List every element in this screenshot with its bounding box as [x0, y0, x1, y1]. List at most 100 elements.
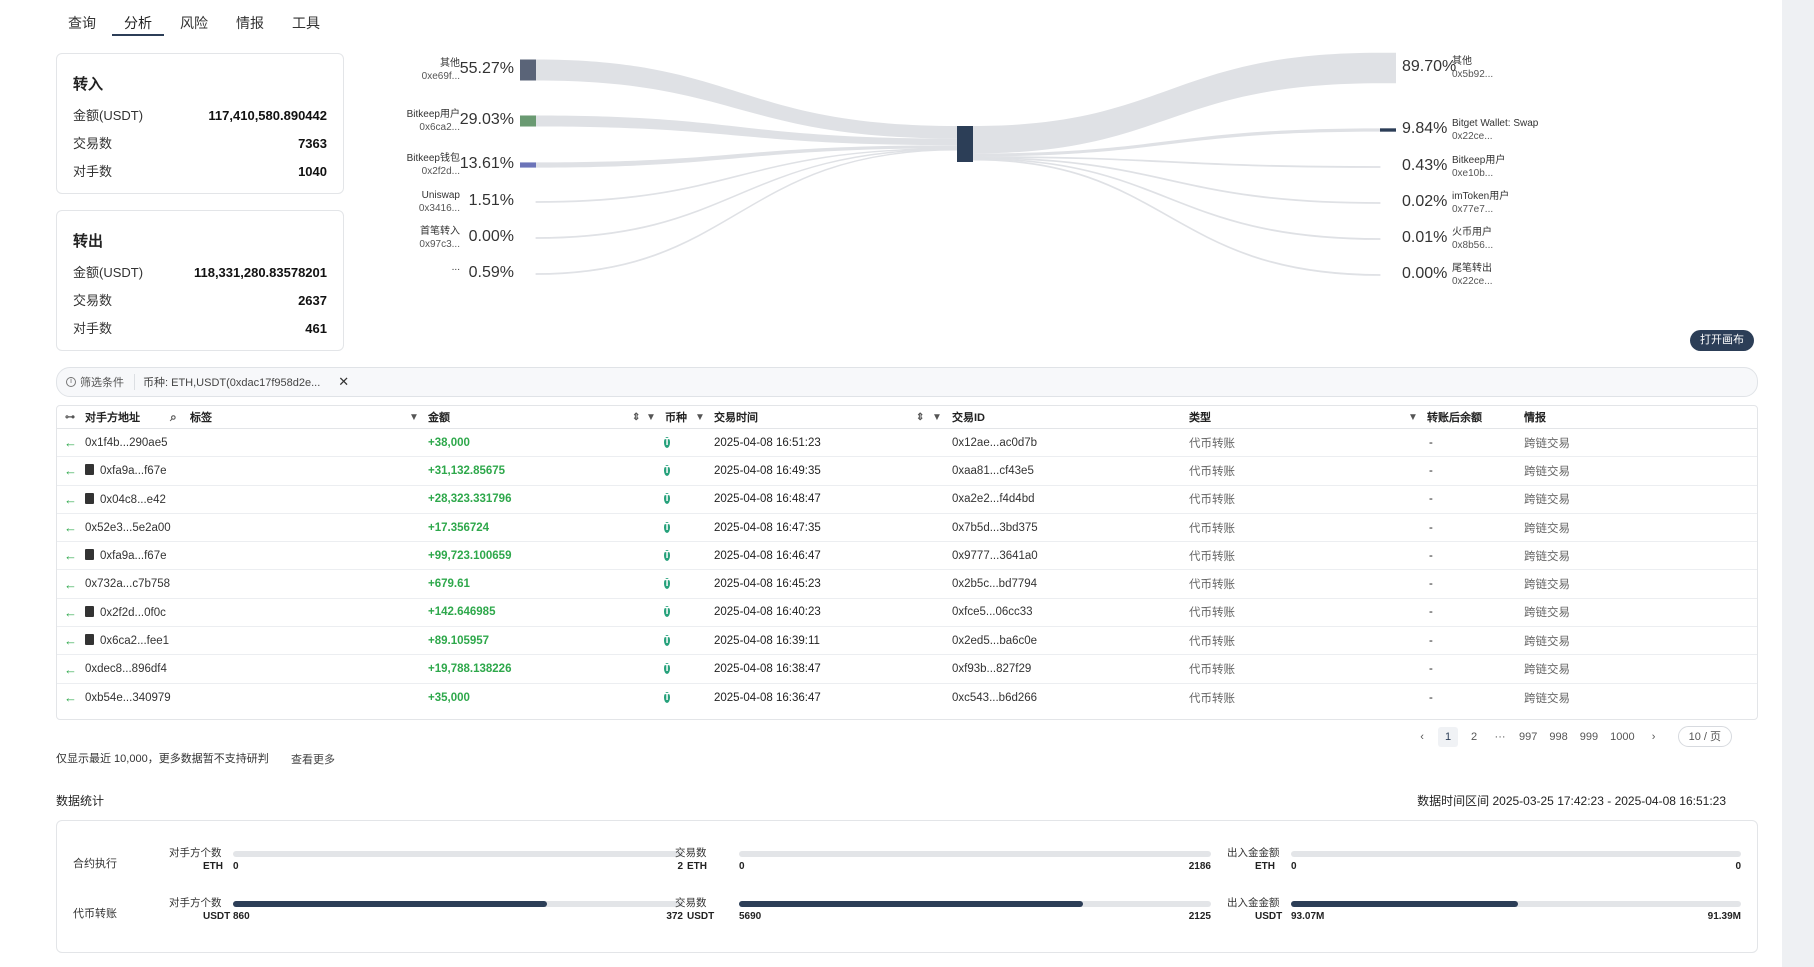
tab-analysis[interactable]: 分析 [112, 0, 164, 36]
sankey-link-in [536, 145, 957, 168]
tx-time: 2025-04-08 16:36:47 [714, 691, 821, 704]
page-ellipsis[interactable]: ··· [1494, 730, 1506, 743]
contract-icon [85, 492, 94, 504]
filter-icon[interactable]: ▼ [695, 411, 705, 423]
view-more-link[interactable]: 查看更多 [291, 754, 335, 766]
counterparty-address[interactable]: 0xb54e...340979 [85, 692, 171, 704]
tx-id[interactable]: 0x7b5d...3bd375 [952, 521, 1038, 534]
counterparty-address[interactable]: 0x04c8...e42 [85, 492, 166, 506]
page-1000[interactable]: 1000 [1610, 730, 1635, 743]
tx-id[interactable]: 0xaa81...cf43e5 [952, 464, 1034, 477]
sankey-node-label[interactable]: ... [452, 261, 460, 274]
page-997[interactable]: 997 [1519, 730, 1538, 743]
tx-id[interactable]: 0xa2e2...f4d4bd [952, 493, 1035, 506]
address-text: 0x1f4b...290ae5 [85, 436, 168, 449]
page-1[interactable]: 1 [1438, 726, 1459, 747]
filter-chip-coin: 币种: ETH,USDT(0xdac17f958d2e... [143, 377, 321, 389]
counterparty-address[interactable]: 0xfa9a...f67e [85, 549, 167, 562]
page-998[interactable]: 998 [1549, 730, 1568, 743]
prev-page-button[interactable]: ‹ [1420, 730, 1424, 743]
filter-icon[interactable]: ▼ [932, 411, 942, 423]
tx-id[interactable]: 0x2ed5...ba6c0e [952, 634, 1038, 647]
sankey-link-out [972, 156, 1381, 204]
outbound-amount-row: 金额(USDT)118,331,280.83578201 [57, 259, 343, 287]
col-tag: 标签 [190, 412, 212, 424]
tx-type: 代币转账 [1189, 692, 1235, 705]
node-name: 尾笔转出 [1452, 263, 1492, 274]
open-canvas-button[interactable]: 打开画布 [1690, 330, 1754, 351]
arrow-left-icon: ← [64, 463, 77, 479]
tx-id[interactable]: 0xfce5...06cc33 [952, 606, 1033, 619]
filter-icon[interactable]: ▼ [646, 411, 656, 423]
outbound-amount-value: 118,331,280.83578201 [193, 265, 327, 280]
sort-icon[interactable]: ⇕ [632, 411, 641, 423]
col-intel: 情报 [1524, 412, 1546, 424]
node-address: 0xe69f... [421, 71, 460, 82]
tab-risk[interactable]: 风险 [180, 15, 208, 31]
tx-id[interactable]: 0x9777...3641a0 [952, 549, 1038, 562]
counterparty-address[interactable]: 0x732a...c7b758 [85, 578, 170, 590]
sankey-percent: 0.43% [1402, 157, 1448, 174]
sort-icon[interactable]: ⇕ [916, 411, 925, 423]
balance-after: - [1429, 521, 1433, 534]
page-2[interactable]: 2 [1470, 730, 1478, 743]
tx-id[interactable]: 0xf93b...827f29 [952, 663, 1032, 676]
tab-query[interactable]: 查询 [68, 15, 96, 31]
sankey-percent: 13.61% [459, 155, 514, 172]
sankey-percent: 0.59% [468, 264, 514, 281]
counterparty-address[interactable]: 0x6ca2...fee1 [85, 634, 169, 647]
intel-tag: 跨链交易 [1524, 579, 1570, 592]
tx-id[interactable]: 0x12ae...ac0d7b [952, 436, 1038, 449]
metric-right-value: 372 [666, 911, 683, 922]
page-size-select[interactable]: 10 / 页 [1677, 726, 1732, 747]
link-icon[interactable]: ⊶ [65, 411, 75, 423]
sankey-source-node [520, 59, 536, 81]
amount: +38,000 [428, 436, 470, 449]
filter-icon[interactable]: ▼ [1408, 411, 1418, 423]
usdt-token-icon: T [664, 464, 671, 476]
counterparty-address[interactable]: 0xfa9a...f67e [85, 464, 167, 477]
page-scrollbar-track[interactable] [1782, 0, 1814, 967]
col-type: 类型 [1189, 412, 1211, 424]
counterparty-address[interactable]: 0xdec8...896df4 [85, 663, 167, 675]
counterparty-address[interactable]: 0x1f4b...290ae5 [85, 437, 168, 449]
arrow-left-icon: ← [64, 491, 77, 507]
tx-id[interactable]: 0x2b5c...bd7794 [952, 578, 1038, 591]
tab-tools[interactable]: 工具 [292, 15, 320, 31]
counterparty-address[interactable]: 0x2f2d...0f0c [85, 605, 166, 619]
close-icon[interactable]: ✕ [338, 374, 350, 389]
filter-icon[interactable]: ▼ [409, 411, 419, 423]
node-address: 0x8b56... [1452, 240, 1494, 251]
next-page-button[interactable]: › [1651, 730, 1656, 743]
tab-intel[interactable]: 情报 [236, 15, 264, 31]
counterparty-address[interactable]: 0x52e3...5e2a00 [85, 522, 171, 534]
page-999[interactable]: 999 [1579, 730, 1599, 743]
search-icon[interactable]: ⌕ [170, 409, 177, 424]
tx-id[interactable]: 0xc543...b6d266 [952, 691, 1038, 704]
